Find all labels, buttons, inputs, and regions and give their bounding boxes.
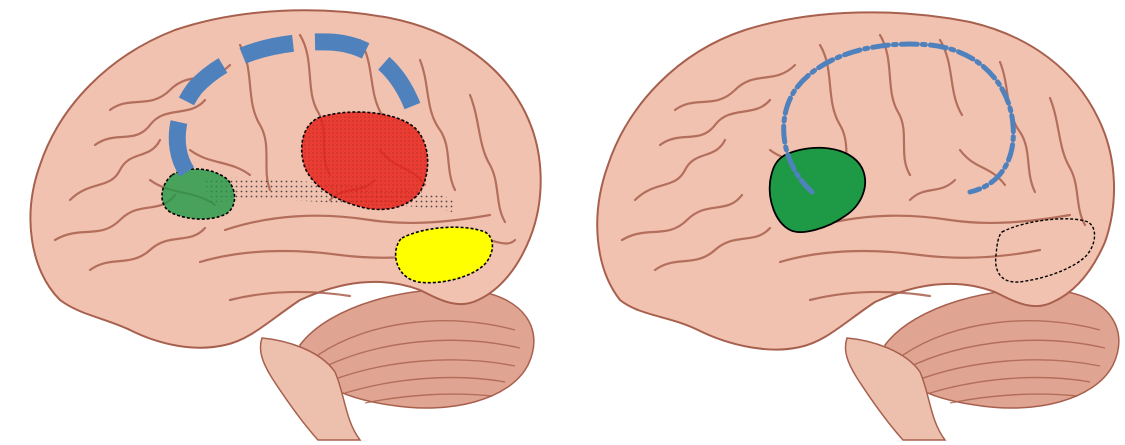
left-cerebrum [30, 10, 540, 347]
left-brain-panel [30, 10, 540, 440]
right-brain-panel [597, 12, 1119, 440]
